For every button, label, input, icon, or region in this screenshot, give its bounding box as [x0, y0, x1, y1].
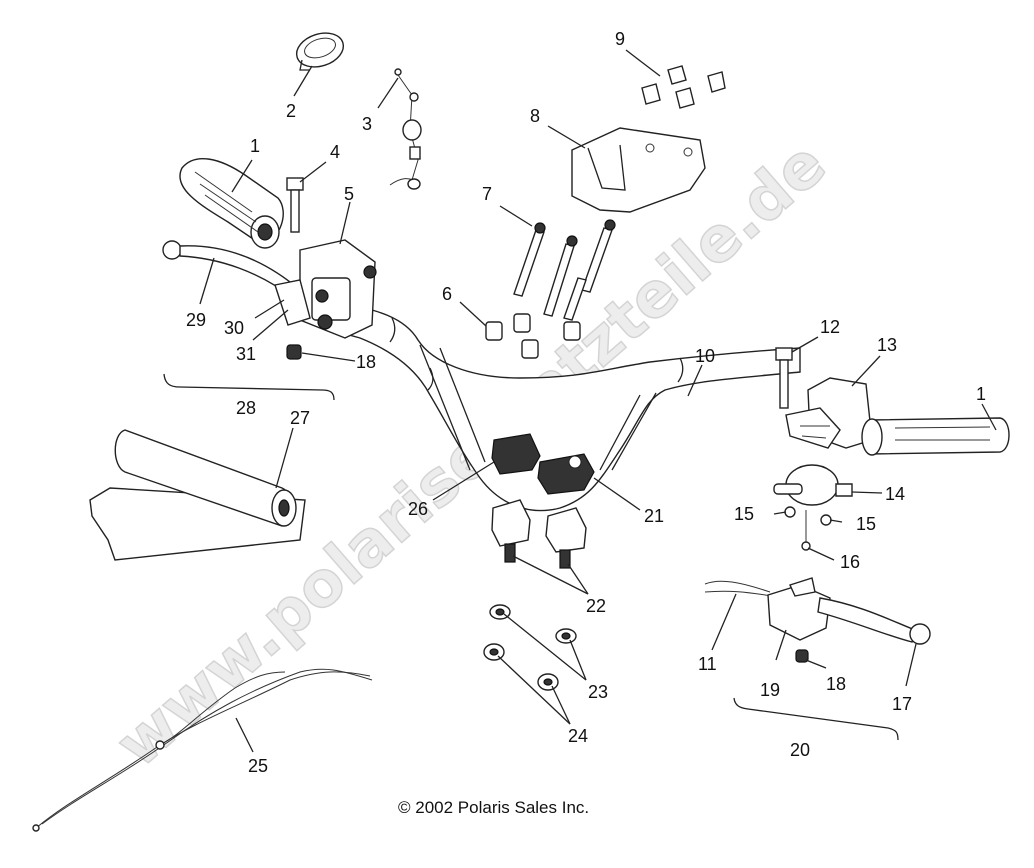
instrument-pod-cover: [571, 127, 706, 213]
bolt-4: [286, 177, 304, 233]
callout-4: 4: [330, 142, 340, 162]
callout-30: 30: [224, 318, 244, 338]
mounting-studs: [513, 219, 616, 321]
callout-14: 14: [885, 484, 905, 504]
callout-labels: 1 2 3 4 5 6 7 8 9 10 11 12 13 1 14 15 15…: [186, 29, 986, 776]
callout-12: 12: [820, 317, 840, 337]
callout-31: 31: [236, 344, 256, 364]
left-lever: [162, 240, 311, 326]
left-control-housing: [299, 239, 377, 339]
callout-16: 16: [840, 552, 860, 572]
callout-21: 21: [644, 506, 664, 526]
callout-7: 7: [482, 184, 492, 204]
callout-15-right: 15: [856, 514, 876, 534]
callout-5: 5: [344, 184, 354, 204]
throttle-mechanism: [773, 464, 853, 551]
cap-nuts: [641, 65, 726, 109]
copyright-notice: © 2002 Polaris Sales Inc.: [398, 798, 589, 817]
callout-22: 22: [586, 596, 606, 616]
callout-9: 9: [615, 29, 625, 49]
callout-25: 25: [248, 756, 268, 776]
callout-11: 11: [698, 654, 717, 674]
callout-8: 8: [530, 106, 540, 126]
handlebar-pad: [89, 429, 306, 561]
throttle-cover: [295, 32, 345, 71]
callout-23: 23: [588, 682, 608, 702]
switch-wire: [389, 68, 422, 190]
callout-29: 29: [186, 310, 206, 330]
callout-1-left: 1: [250, 136, 260, 156]
callout-17: 17: [892, 694, 912, 714]
handlebar-risers: [491, 499, 587, 569]
handlebar-clamps: [491, 433, 595, 495]
callout-28: 28: [236, 398, 256, 418]
callout-18-right: 18: [826, 674, 846, 694]
callout-18-left: 18: [356, 352, 376, 372]
leader-lines: [163, 49, 997, 753]
callout-3: 3: [362, 114, 372, 134]
callout-20: 20: [790, 740, 810, 760]
throttle-cable: [32, 668, 373, 832]
callout-10: 10: [695, 346, 715, 366]
washers-and-nuts: [483, 604, 577, 691]
callout-1-right: 1: [976, 384, 986, 404]
rubber-spacers: [485, 313, 581, 359]
callout-24: 24: [568, 726, 588, 746]
callout-6: 6: [442, 284, 452, 304]
callout-15-left: 15: [734, 504, 754, 524]
left-nut: [286, 344, 302, 360]
callout-13: 13: [877, 335, 897, 355]
right-throttle-housing: [785, 377, 873, 449]
handlebar-tube: [321, 299, 801, 512]
right-brake-lever: [704, 577, 931, 663]
callout-19: 19: [760, 680, 780, 700]
callout-2: 2: [286, 101, 296, 121]
left-grip: [179, 158, 284, 249]
right-grip: [861, 417, 1010, 456]
callout-26: 26: [408, 499, 428, 519]
bolt-12: [775, 347, 793, 409]
callout-27: 27: [290, 408, 310, 428]
